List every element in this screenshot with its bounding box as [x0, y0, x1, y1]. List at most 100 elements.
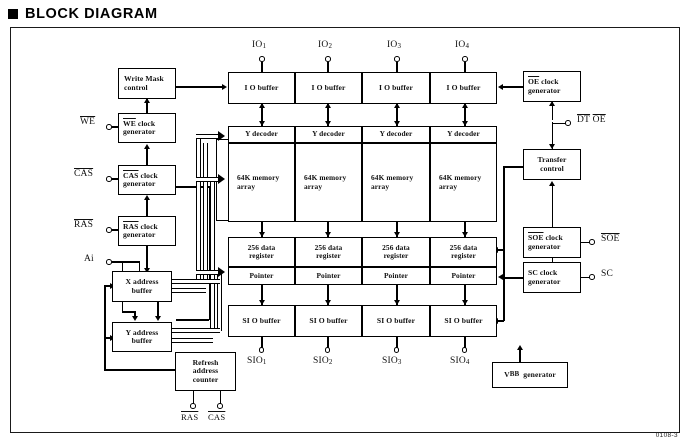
- wire-we-pin: [112, 126, 119, 128]
- wire-soeclk-to-transfer: [551, 185, 553, 228]
- io-buffer-1: I O buffer: [228, 72, 295, 104]
- wire-casclk-to-yaddr: [176, 319, 209, 321]
- pointer-3: Pointer: [362, 267, 430, 285]
- arrow-iob4-up: [461, 103, 468, 108]
- wire-casclk-to-weclk: [146, 149, 148, 166]
- pointer-4: Pointer: [430, 267, 497, 285]
- wire-mem4-dr4: [464, 222, 466, 237]
- wire-io2-down: [327, 62, 329, 73]
- wire-ai-to-xaddr: [138, 261, 140, 271]
- wire-transfer-to-datareg: [497, 249, 504, 251]
- pin-label-io-1: IO1: [252, 40, 267, 50]
- pin-io-2[interactable]: [325, 56, 331, 62]
- wire-vbb-up: [519, 347, 521, 362]
- pin-label-we: WE: [80, 117, 96, 127]
- wire-dtoe-up: [551, 102, 553, 120]
- wire-xaddr-left-jog: [121, 311, 136, 313]
- pin-we[interactable]: [106, 124, 112, 130]
- wire-iob3-ydec3: [396, 104, 398, 126]
- memory-array-2: 64K memory array: [295, 143, 362, 222]
- pin-label-sio-3: SIO3: [382, 356, 402, 366]
- wire-soe-pin: [581, 241, 590, 243]
- pin-sc[interactable]: [589, 274, 595, 280]
- pin-dt-oe[interactable]: [565, 120, 571, 126]
- pin-io-1[interactable]: [259, 56, 265, 62]
- pin-ai[interactable]: [106, 259, 112, 265]
- square-bullet-icon: [8, 9, 18, 19]
- wire-ptr3-siob3: [396, 285, 398, 305]
- wire-casclk-down: [208, 186, 210, 320]
- arrow-iob3-dn: [393, 121, 400, 126]
- arrow-dtoe-up: [549, 101, 555, 106]
- arrow-xaddr-to-yaddr-a: [131, 316, 138, 321]
- wire-dtoe-right: [551, 122, 566, 124]
- arrow-weclk-to-writemask: [143, 98, 150, 103]
- wire-transfer-to-siob: [497, 320, 504, 322]
- wire-refresh-up: [104, 285, 106, 370]
- sio-buffer-1: SI O buffer: [228, 305, 295, 337]
- pointer-1: Pointer: [228, 267, 295, 285]
- sio-buffer-3: SI O buffer: [362, 305, 430, 337]
- arrow-soeclk-to-transfer: [549, 181, 555, 186]
- arrow-oeclk-to-iobuffer: [498, 83, 503, 90]
- arrow-rasclk-to-xaddr: [143, 268, 150, 273]
- bus-xaddr-out-a: [170, 279, 220, 285]
- wire-writemask-to-iobuffer: [176, 86, 223, 88]
- pin-sio-3[interactable]: [393, 347, 400, 353]
- wire-mem2-dr2: [327, 222, 329, 237]
- arrow-iob1-up: [258, 103, 265, 108]
- pin-sio-1[interactable]: [258, 347, 265, 353]
- arrow-ptr2-dn: [324, 300, 331, 305]
- wire-xaddr-to-yaddr-b: [157, 302, 159, 319]
- soe-clock-generator-block: SOE clock generator: [523, 227, 581, 258]
- wire-sc-pin: [581, 276, 590, 278]
- sio-buffer-4: SI O buffer: [430, 305, 497, 337]
- wire-rasclk-to-xaddr: [146, 246, 148, 271]
- pin-label-io-4: IO4: [455, 40, 470, 50]
- pin-sio-4[interactable]: [461, 347, 468, 353]
- wire-dtoe-down: [551, 122, 553, 149]
- wire-siob4-pin: [464, 337, 466, 348]
- wire-mem3-dr3: [396, 222, 398, 237]
- pin-refresh-ras[interactable]: [190, 403, 196, 409]
- pin-refresh-cas[interactable]: [217, 403, 223, 409]
- arrow-mem1-dn: [258, 232, 265, 237]
- arrow-rasclk-to-casclk: [143, 195, 150, 200]
- pin-sio-2[interactable]: [324, 347, 331, 353]
- pin-soe[interactable]: [589, 239, 595, 245]
- pin-label-sio-1: SIO1: [247, 356, 267, 366]
- arrow-vbb-up: [516, 345, 523, 350]
- pin-label-cas: CAS: [74, 169, 94, 179]
- pin-ras[interactable]: [106, 227, 112, 233]
- transfer-control-block: Transfer control: [523, 149, 581, 180]
- we-clock-generator-block: WE clock generator: [118, 113, 176, 143]
- arrow-bus-to-y-decoder: [218, 131, 225, 141]
- wire-iob1-ydec1: [261, 104, 263, 126]
- wire-io4-down: [464, 62, 466, 73]
- bus-yaddr-out-b: [170, 338, 213, 344]
- pin-io-3[interactable]: [394, 56, 400, 62]
- arrow-iob1-dn: [258, 121, 265, 126]
- pin-cas[interactable]: [106, 176, 112, 182]
- io-buffer-2: I O buffer: [295, 72, 362, 104]
- pin-io-4[interactable]: [462, 56, 468, 62]
- pin-label-ras: RAS: [74, 220, 94, 230]
- wire-refresh-cas-down: [219, 391, 221, 404]
- data-register-3: 256 data register: [362, 237, 430, 267]
- arrow-casclk-to-weclk: [143, 144, 150, 149]
- wire-weclk-to-writemask: [146, 99, 148, 113]
- arrow-ptr4-dn: [461, 300, 468, 305]
- wire-refresh-left: [104, 369, 176, 371]
- wire-ptr2-siob2: [327, 285, 329, 305]
- wire-xaddr-left-down: [121, 302, 123, 312]
- wire-siob2-pin: [327, 337, 329, 348]
- cas-clock-generator-block: CAS clock generator: [118, 165, 176, 195]
- page-title: BLOCK DIAGRAM: [25, 6, 158, 22]
- bus-to-pointer: [196, 270, 220, 276]
- wire-xaddr-to-yaddr-a: [134, 311, 136, 319]
- io-buffer-3: I O buffer: [362, 72, 430, 104]
- write-mask-control-block: Write Mask control: [118, 68, 176, 99]
- wire-ras-pin: [112, 229, 119, 231]
- bus-x-addr-trunk-b: [203, 143, 209, 280]
- arrow-iob2-dn: [324, 121, 331, 126]
